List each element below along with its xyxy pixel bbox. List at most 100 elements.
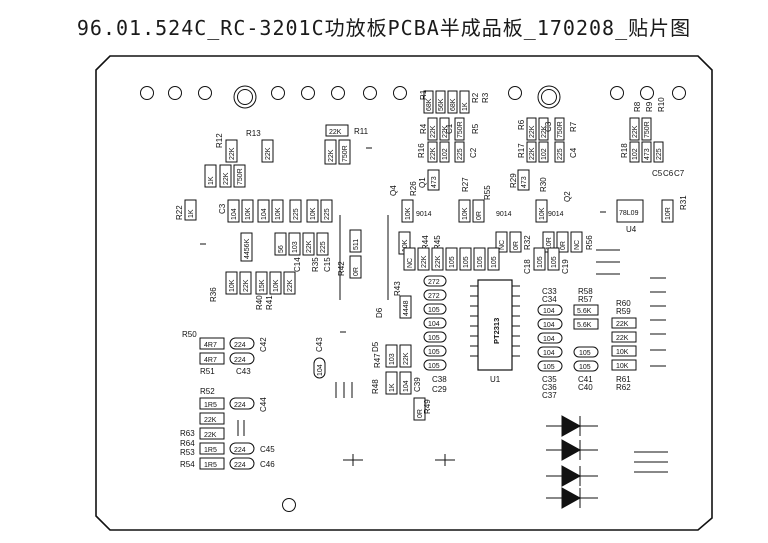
svg-text:NC: NC	[407, 258, 414, 268]
svg-text:22K: 22K	[421, 255, 428, 268]
svg-text:R51: R51	[200, 367, 215, 376]
svg-text:R32: R32	[523, 235, 532, 250]
svg-text:10K: 10K	[275, 207, 282, 220]
svg-text:R62: R62	[616, 383, 631, 392]
right-cap-stack: C33 C34 R58 R57 104 104 104 104 105 5.6K…	[537, 287, 637, 400]
svg-text:104: 104	[543, 308, 555, 315]
svg-text:R8: R8	[633, 101, 642, 112]
svg-text:10K: 10K	[273, 279, 280, 292]
svg-text:105: 105	[449, 256, 456, 268]
svg-text:R42: R42	[337, 261, 346, 276]
svg-text:0R: 0R	[476, 211, 483, 220]
svg-text:C45: C45	[260, 445, 275, 454]
svg-text:4456K: 4456K	[244, 238, 251, 259]
svg-text:R29: R29	[509, 173, 518, 188]
svg-text:NC: NC	[574, 240, 581, 250]
svg-text:22K: 22K	[529, 147, 536, 160]
svg-text:1K: 1K	[208, 176, 215, 185]
svg-text:68K: 68K	[450, 98, 457, 111]
svg-text:9014: 9014	[548, 211, 564, 218]
svg-text:C14: C14	[293, 257, 302, 272]
svg-text:R35: R35	[311, 257, 320, 272]
svg-text:R52: R52	[200, 387, 215, 396]
svg-text:C5: C5	[652, 169, 663, 178]
svg-text:R22: R22	[175, 205, 184, 220]
svg-text:22K: 22K	[287, 279, 294, 292]
svg-text:R47: R47	[373, 353, 382, 368]
svg-text:C15: C15	[323, 257, 332, 272]
mounting-holes-top	[140, 85, 686, 512]
svg-text:C19: C19	[561, 259, 570, 274]
svg-text:4448: 4448	[403, 300, 410, 316]
svg-text:102: 102	[442, 148, 449, 160]
svg-text:R9: R9	[645, 101, 654, 112]
svg-text:10K: 10K	[616, 349, 629, 356]
svg-text:D6: D6	[375, 307, 384, 318]
svg-text:R63: R63	[180, 429, 195, 438]
svg-text:C41: C41	[578, 375, 593, 384]
svg-text:C36: C36	[542, 383, 557, 392]
svg-text:224: 224	[234, 462, 246, 469]
svg-text:R10: R10	[657, 97, 666, 112]
svg-text:NC: NC	[499, 240, 506, 250]
svg-text:104: 104	[261, 208, 268, 220]
svg-text:1K: 1K	[188, 209, 195, 218]
svg-text:5.6K: 5.6K	[577, 322, 592, 329]
svg-text:78L09: 78L09	[619, 210, 639, 217]
diode-array	[546, 415, 598, 509]
svg-text:105: 105	[477, 256, 484, 268]
svg-text:10K: 10K	[402, 239, 409, 252]
svg-text:C7: C7	[674, 169, 685, 178]
svg-text:5.6K: 5.6K	[577, 308, 592, 315]
resistor-cluster-center: NC 22K 22K 105 105 105 105 105 105 C18 C…	[403, 247, 570, 274]
svg-text:C42: C42	[259, 337, 268, 352]
svg-text:225: 225	[293, 208, 300, 220]
svg-text:C46: C46	[260, 460, 275, 469]
svg-text:1R5: 1R5	[204, 462, 217, 469]
svg-text:22K: 22K	[223, 172, 230, 185]
svg-text:105: 105	[463, 256, 470, 268]
svg-text:56K: 56K	[438, 98, 445, 111]
svg-text:22K: 22K	[632, 125, 639, 138]
svg-text:C35: C35	[542, 375, 557, 384]
svg-text:22K: 22K	[435, 255, 442, 268]
svg-text:225: 225	[656, 148, 663, 160]
pad-marks	[200, 147, 668, 473]
svg-text:750R: 750R	[557, 121, 564, 138]
svg-text:22K: 22K	[204, 432, 217, 439]
svg-text:R11: R11	[354, 127, 369, 136]
svg-text:PT2313: PT2313	[492, 318, 501, 344]
svg-text:105: 105	[579, 364, 591, 371]
svg-text:1K: 1K	[462, 102, 469, 111]
svg-text:473: 473	[644, 148, 651, 160]
regulator-u4: 78L09 U4 10R R31	[616, 195, 688, 234]
svg-text:C38: C38	[432, 375, 447, 384]
svg-text:R26: R26	[409, 181, 418, 196]
svg-text:R58: R58	[578, 287, 593, 296]
svg-text:1R5: 1R5	[204, 447, 217, 454]
svg-text:C3: C3	[218, 203, 227, 214]
svg-text:0R: 0R	[417, 409, 424, 418]
svg-text:C33: C33	[542, 287, 557, 296]
svg-text:C6: C6	[663, 169, 674, 178]
svg-text:10K: 10K	[462, 207, 469, 220]
svg-text:473: 473	[521, 176, 528, 188]
resistor-bank-top-center: 68K 56K 68K 1K R1 R2 R3 22K 22K 750R R4 …	[417, 89, 490, 163]
svg-text:1K: 1K	[389, 383, 396, 392]
svg-text:224: 224	[234, 402, 246, 409]
svg-text:105: 105	[537, 256, 544, 268]
svg-text:U4: U4	[626, 225, 637, 234]
svg-text:272: 272	[428, 279, 440, 286]
capacitor-stack: R43 272 272 105 104 105 105 105 C38 C29 …	[371, 275, 447, 421]
ic-u1: PT2313 U1	[470, 279, 520, 384]
svg-text:105: 105	[551, 256, 558, 268]
svg-text:C43: C43	[236, 367, 251, 376]
svg-text:C43: C43	[315, 337, 324, 352]
svg-text:104: 104	[543, 350, 555, 357]
svg-text:225: 225	[457, 148, 464, 160]
svg-text:R31: R31	[679, 195, 688, 210]
svg-text:R54: R54	[180, 460, 195, 469]
component-row-middle: 4456K 56 103 22K 225 C14 R35 C15 10K 22K…	[209, 232, 332, 310]
svg-text:C3: C3	[544, 121, 553, 132]
